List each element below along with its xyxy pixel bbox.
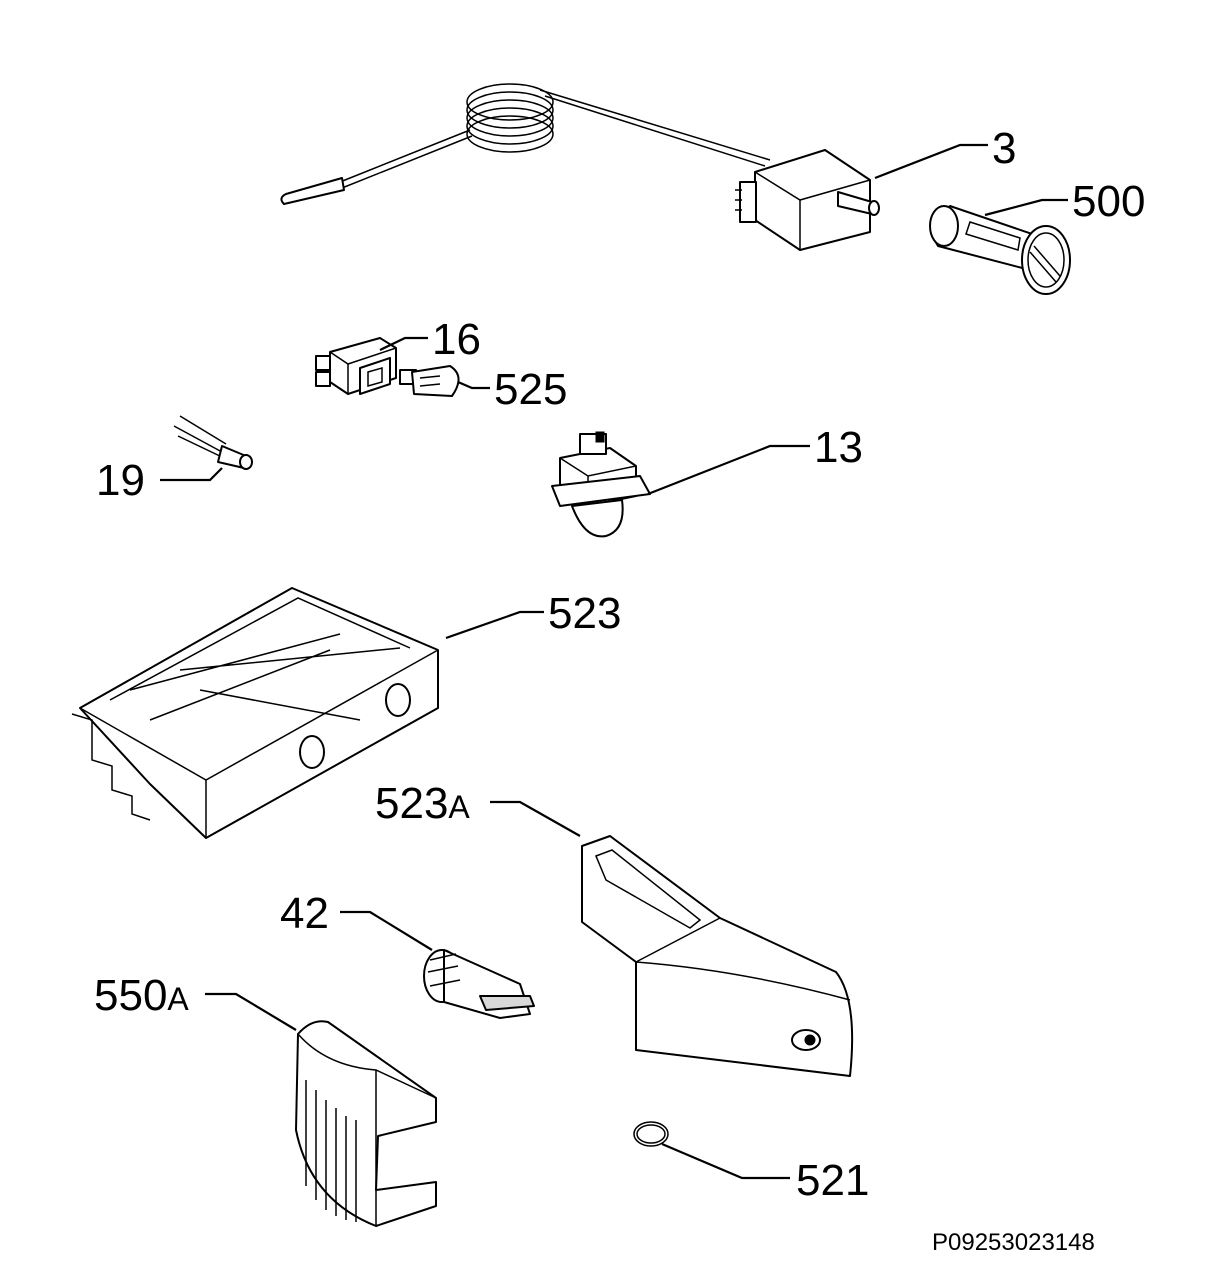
leader-550A — [205, 992, 297, 1031]
leader-521 — [661, 1142, 790, 1180]
leader-3 — [874, 143, 988, 180]
part-switch-16 — [315, 337, 397, 395]
part-endcap-550A — [295, 1020, 437, 1227]
part-doorswitch-13 — [551, 431, 651, 538]
part-cover-523A — [581, 835, 854, 1077]
part-knob-500 — [929, 205, 1071, 295]
leader-500 — [984, 198, 1068, 217]
diagram-reference-code: P09253023148 — [932, 1229, 1095, 1256]
callout-525: 525 — [494, 365, 567, 414]
part-thermostat-3 — [280, 83, 880, 251]
leader-lines — [160, 143, 1068, 1180]
callout-500: 500 — [1072, 177, 1145, 226]
callout-19: 19 — [96, 456, 145, 505]
callout-523: 523 — [548, 589, 621, 638]
callout-labels: 3 500 16 525 19 13 523 523A 42 550A 521 — [94, 124, 1145, 1205]
part-lampholder-19 — [173, 415, 253, 470]
leader-523A — [490, 800, 581, 837]
callout-521: 521 — [796, 1156, 869, 1205]
callout-13: 13 — [814, 423, 863, 472]
leader-42 — [340, 910, 433, 951]
leader-19 — [160, 467, 223, 482]
part-socket-42 — [423, 949, 535, 1019]
leader-13 — [647, 444, 810, 496]
callout-3: 3 — [992, 124, 1016, 173]
part-oring-521 — [633, 1121, 669, 1147]
leader-16 — [379, 336, 428, 351]
leader-523 — [445, 610, 544, 640]
leader-525 — [457, 380, 490, 390]
part-bulb-525 — [399, 365, 460, 397]
callout-16: 16 — [432, 315, 481, 364]
callout-42: 42 — [280, 889, 329, 938]
callout-523A: 523A — [375, 779, 470, 828]
part-housing-523 — [71, 587, 439, 839]
callout-550A: 550A — [94, 971, 189, 1020]
